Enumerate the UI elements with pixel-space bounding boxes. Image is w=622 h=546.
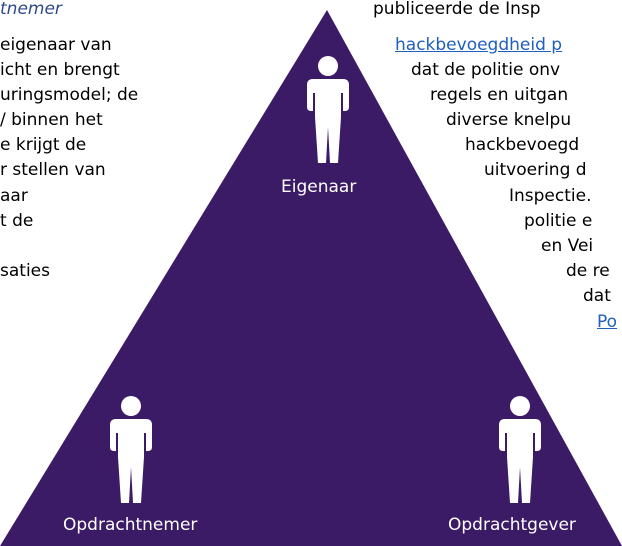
- right-line-1: publiceerde de Insp: [373, 0, 541, 19]
- right-line-8: Inspectie.: [509, 186, 592, 206]
- opdrachtgever-person-icon: [499, 396, 541, 503]
- right-line-9: politie e: [524, 211, 593, 231]
- right-line-10: en Vei: [541, 236, 594, 256]
- right-line-11: de re: [566, 261, 610, 281]
- left-line-2: icht en brengt: [0, 60, 120, 80]
- right-line-3: dat de politie onv: [411, 60, 561, 80]
- eigenaar-person-icon: [307, 56, 349, 163]
- right-line-5: diverse knelpu: [446, 110, 572, 130]
- left-heading: tnemer: [0, 0, 62, 19]
- opdrachtgever-label: Opdrachtgever: [448, 515, 576, 535]
- right-line-4: regels en uitgan: [430, 85, 569, 105]
- po-link[interactable]: Po: [597, 312, 618, 332]
- left-line-6: r stellen van: [0, 160, 106, 180]
- eigenaar-label: Eigenaar: [281, 177, 357, 197]
- triangle-shape: [0, 10, 622, 546]
- left-line-5: e krijgt de: [0, 135, 87, 155]
- left-line-7: aar: [0, 186, 28, 206]
- opdrachtnemer-label: Opdrachtnemer: [63, 515, 198, 535]
- left-line-4: / binnen het: [0, 110, 103, 130]
- left-line-3: uringsmodel; de: [0, 85, 139, 105]
- left-line-8: t de: [0, 211, 34, 231]
- hackbevoegdheid-link[interactable]: hackbevoegdheid p: [395, 35, 563, 55]
- left-line-10: saties: [0, 261, 50, 281]
- opdrachtnemer-person-icon: [110, 396, 152, 503]
- right-line-6: hackbevoegd: [465, 135, 580, 155]
- right-line-12: dat: [583, 286, 611, 306]
- right-line-7: uitvoering d: [484, 160, 587, 180]
- left-line-1: eigenaar van: [0, 35, 112, 55]
